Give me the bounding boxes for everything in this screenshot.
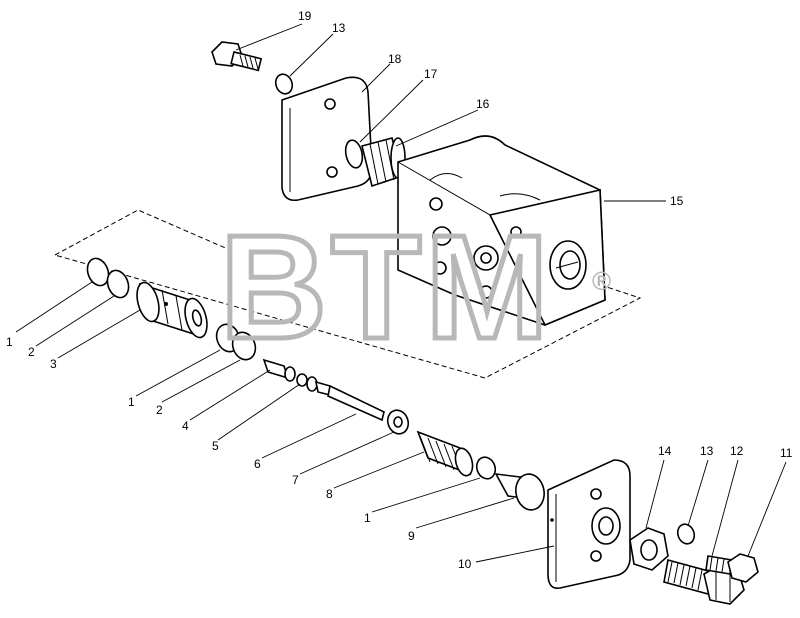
part-2-backup-ring-left (106, 269, 130, 299)
part-14-nut (629, 527, 669, 571)
part-4-nozzle (262, 358, 296, 382)
part-labels: 19 13 18 17 16 15 1 2 3 1 2 4 5 6 7 8 1 … (6, 9, 793, 571)
part-13-washer-lower (676, 523, 696, 545)
part-17-o-ring (344, 139, 364, 169)
label-7: 7 (292, 473, 299, 487)
watermark-text: BTM (220, 205, 553, 370)
label-1-c: 1 (364, 511, 371, 525)
part-10-cover-plate (547, 459, 631, 590)
part-9-piston (494, 473, 545, 511)
part-11-bolt (705, 553, 759, 583)
part-19-bolt (211, 41, 263, 72)
label-11: 11 (780, 446, 793, 460)
part-6-pin (306, 376, 385, 422)
label-2-b: 2 (156, 403, 163, 417)
label-19: 19 (298, 9, 312, 23)
label-9: 9 (408, 529, 415, 543)
part-15-valve-body (397, 135, 606, 327)
label-16: 16 (476, 97, 490, 111)
part-13-washer-top (274, 73, 294, 95)
label-8: 8 (326, 487, 333, 501)
label-4: 4 (182, 419, 189, 433)
label-6: 6 (254, 457, 261, 471)
label-2-a: 2 (28, 345, 35, 359)
part-2-backup-ring-middle (231, 331, 257, 361)
label-1-a: 1 (6, 335, 13, 349)
label-13-top: 13 (332, 21, 346, 35)
part-5-washer (296, 373, 308, 387)
part-3-sleeve (136, 281, 208, 339)
part-7-spring-seat (386, 409, 410, 435)
part-1-o-ring-lower (475, 456, 497, 480)
label-15: 15 (670, 194, 684, 208)
label-12: 12 (730, 444, 744, 458)
label-17: 17 (424, 67, 438, 81)
label-1-b: 1 (128, 395, 135, 409)
part-18-cover-plate (281, 76, 373, 202)
watermark: BTM ® (218, 203, 612, 373)
part-1-o-ring-left (86, 257, 110, 287)
part-8-spring (416, 430, 474, 477)
watermark-registered-mark: ® (592, 266, 611, 296)
label-5: 5 (212, 439, 219, 453)
label-10: 10 (458, 557, 472, 571)
label-18: 18 (388, 52, 402, 66)
leader-lines (15, 23, 787, 563)
label-14: 14 (658, 444, 672, 458)
label-13-lower: 13 (700, 444, 714, 458)
label-3: 3 (50, 357, 57, 371)
